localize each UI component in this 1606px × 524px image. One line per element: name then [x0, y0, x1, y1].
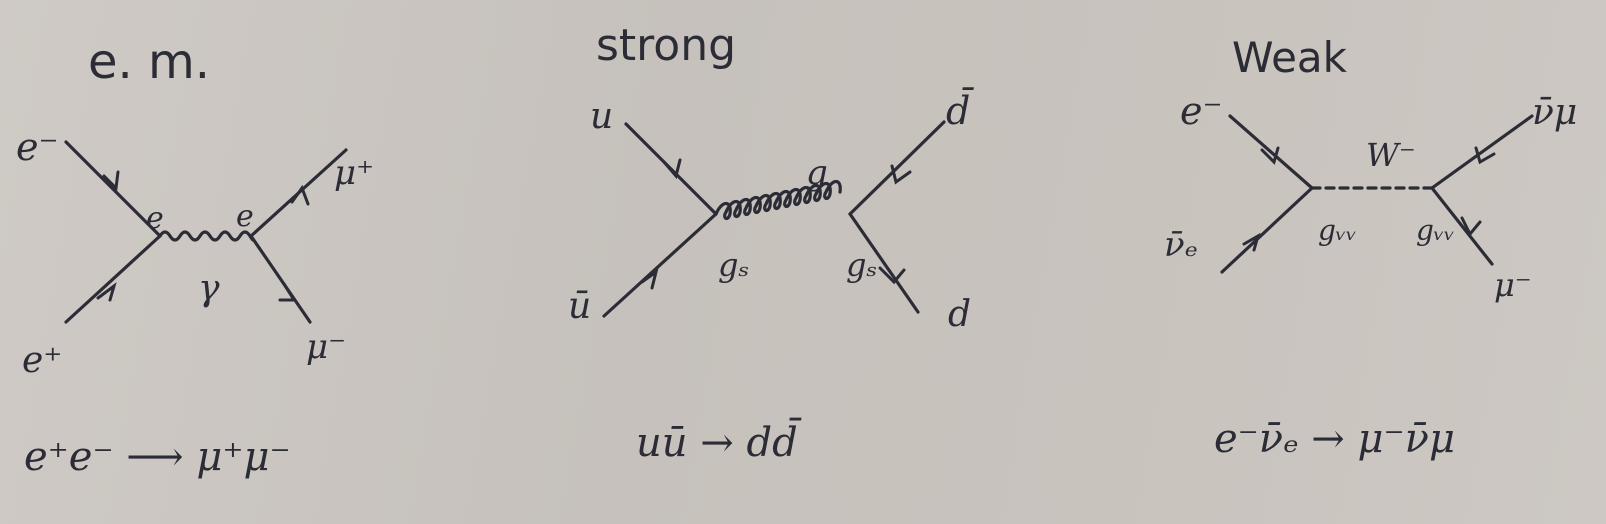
em-label-out-top: μ⁺ [334, 153, 374, 193]
strong-arrow-out-bottom [878, 266, 906, 285]
em-diagram: e. m. e⁻ e⁺ μ⁺ μ⁻ e e γ e⁺e⁻ ⟶ μ⁺μ⁻ [16, 34, 374, 480]
strong-title: strong [596, 20, 736, 71]
weak-reaction: e⁻ν̄ₑ → μ⁻ν̄μ [1214, 416, 1455, 462]
weak-vertex-left-label: gᵥᵥ [1318, 214, 1357, 247]
em-arrow-in-top [102, 170, 120, 192]
em-line-out-bottom [249, 234, 312, 324]
em-line-in-top [64, 140, 162, 238]
strong-boson-label: g [806, 153, 828, 193]
weak-arrow-in-bottom [1242, 232, 1261, 252]
em-vertex-right-label: e [236, 199, 254, 234]
strong-gluon-line [714, 179, 842, 221]
strong-label-out-top: d̄ [946, 88, 975, 133]
strong-reaction: uū → dd̄ [636, 417, 802, 466]
weak-diagram: Weak e⁻ ν̄ₑ ν̄μ μ⁻ gᵥᵥ gᵥᵥ W⁻ e⁻ν̄ₑ → μ⁻… [1164, 33, 1577, 462]
strong-arrow-in-bottom [640, 268, 659, 290]
weak-arrow-out-top [1474, 146, 1496, 165]
strong-label-in-top: u [590, 96, 613, 137]
weak-line-in-top [1228, 114, 1314, 190]
strong-line-out-bottom [848, 212, 920, 314]
em-line-in-bottom [64, 234, 162, 324]
weak-line-out-bottom [1430, 186, 1494, 266]
weak-boson-label: W⁻ [1366, 136, 1416, 174]
em-photon-line [158, 230, 255, 242]
weak-arrow-in-top [1260, 146, 1280, 165]
em-arrow-out-bottom [278, 282, 297, 302]
weak-vertex-right-label: gᵥᵥ [1416, 214, 1455, 247]
strong-line-in-bottom [602, 212, 718, 318]
strong-label-out-bottom: d [948, 294, 971, 335]
weak-label-out-top: ν̄μ [1532, 92, 1577, 133]
em-title: e. m. [88, 34, 210, 90]
strong-diagram: strong u ū d̄ d gₛ gₛ g uū → dd̄ [568, 20, 975, 466]
strong-line-out-top [848, 120, 946, 216]
weak-label-in-bottom: ν̄ₑ [1164, 225, 1198, 265]
em-arrow-out-top [290, 184, 310, 206]
weak-label-out-bottom: μ⁻ [1494, 266, 1532, 304]
em-label-in-bottom: e⁺ [22, 340, 62, 381]
em-vertex-left-label: e [146, 201, 164, 236]
strong-arrow-in-top [662, 158, 682, 180]
weak-line-out-top [1430, 114, 1534, 190]
strong-vertex-left-label: gₛ [718, 246, 749, 284]
weak-title: Weak [1232, 33, 1348, 82]
strong-label-in-bottom: ū [568, 286, 591, 327]
em-label-in-top: e⁻ [16, 125, 59, 169]
strong-vertex-right-label: gₛ [846, 246, 877, 284]
strong-arrow-out-top [890, 164, 912, 185]
em-boson-label: γ [198, 268, 220, 309]
em-label-out-bottom: μ⁻ [306, 327, 346, 367]
weak-label-in-top: e⁻ [1180, 89, 1223, 133]
em-arrow-in-bottom [96, 282, 117, 302]
weak-line-in-bottom [1220, 186, 1314, 274]
em-reaction: e⁺e⁻ ⟶ μ⁺μ⁻ [24, 434, 291, 480]
weak-arrow-out-bottom [1460, 216, 1482, 237]
